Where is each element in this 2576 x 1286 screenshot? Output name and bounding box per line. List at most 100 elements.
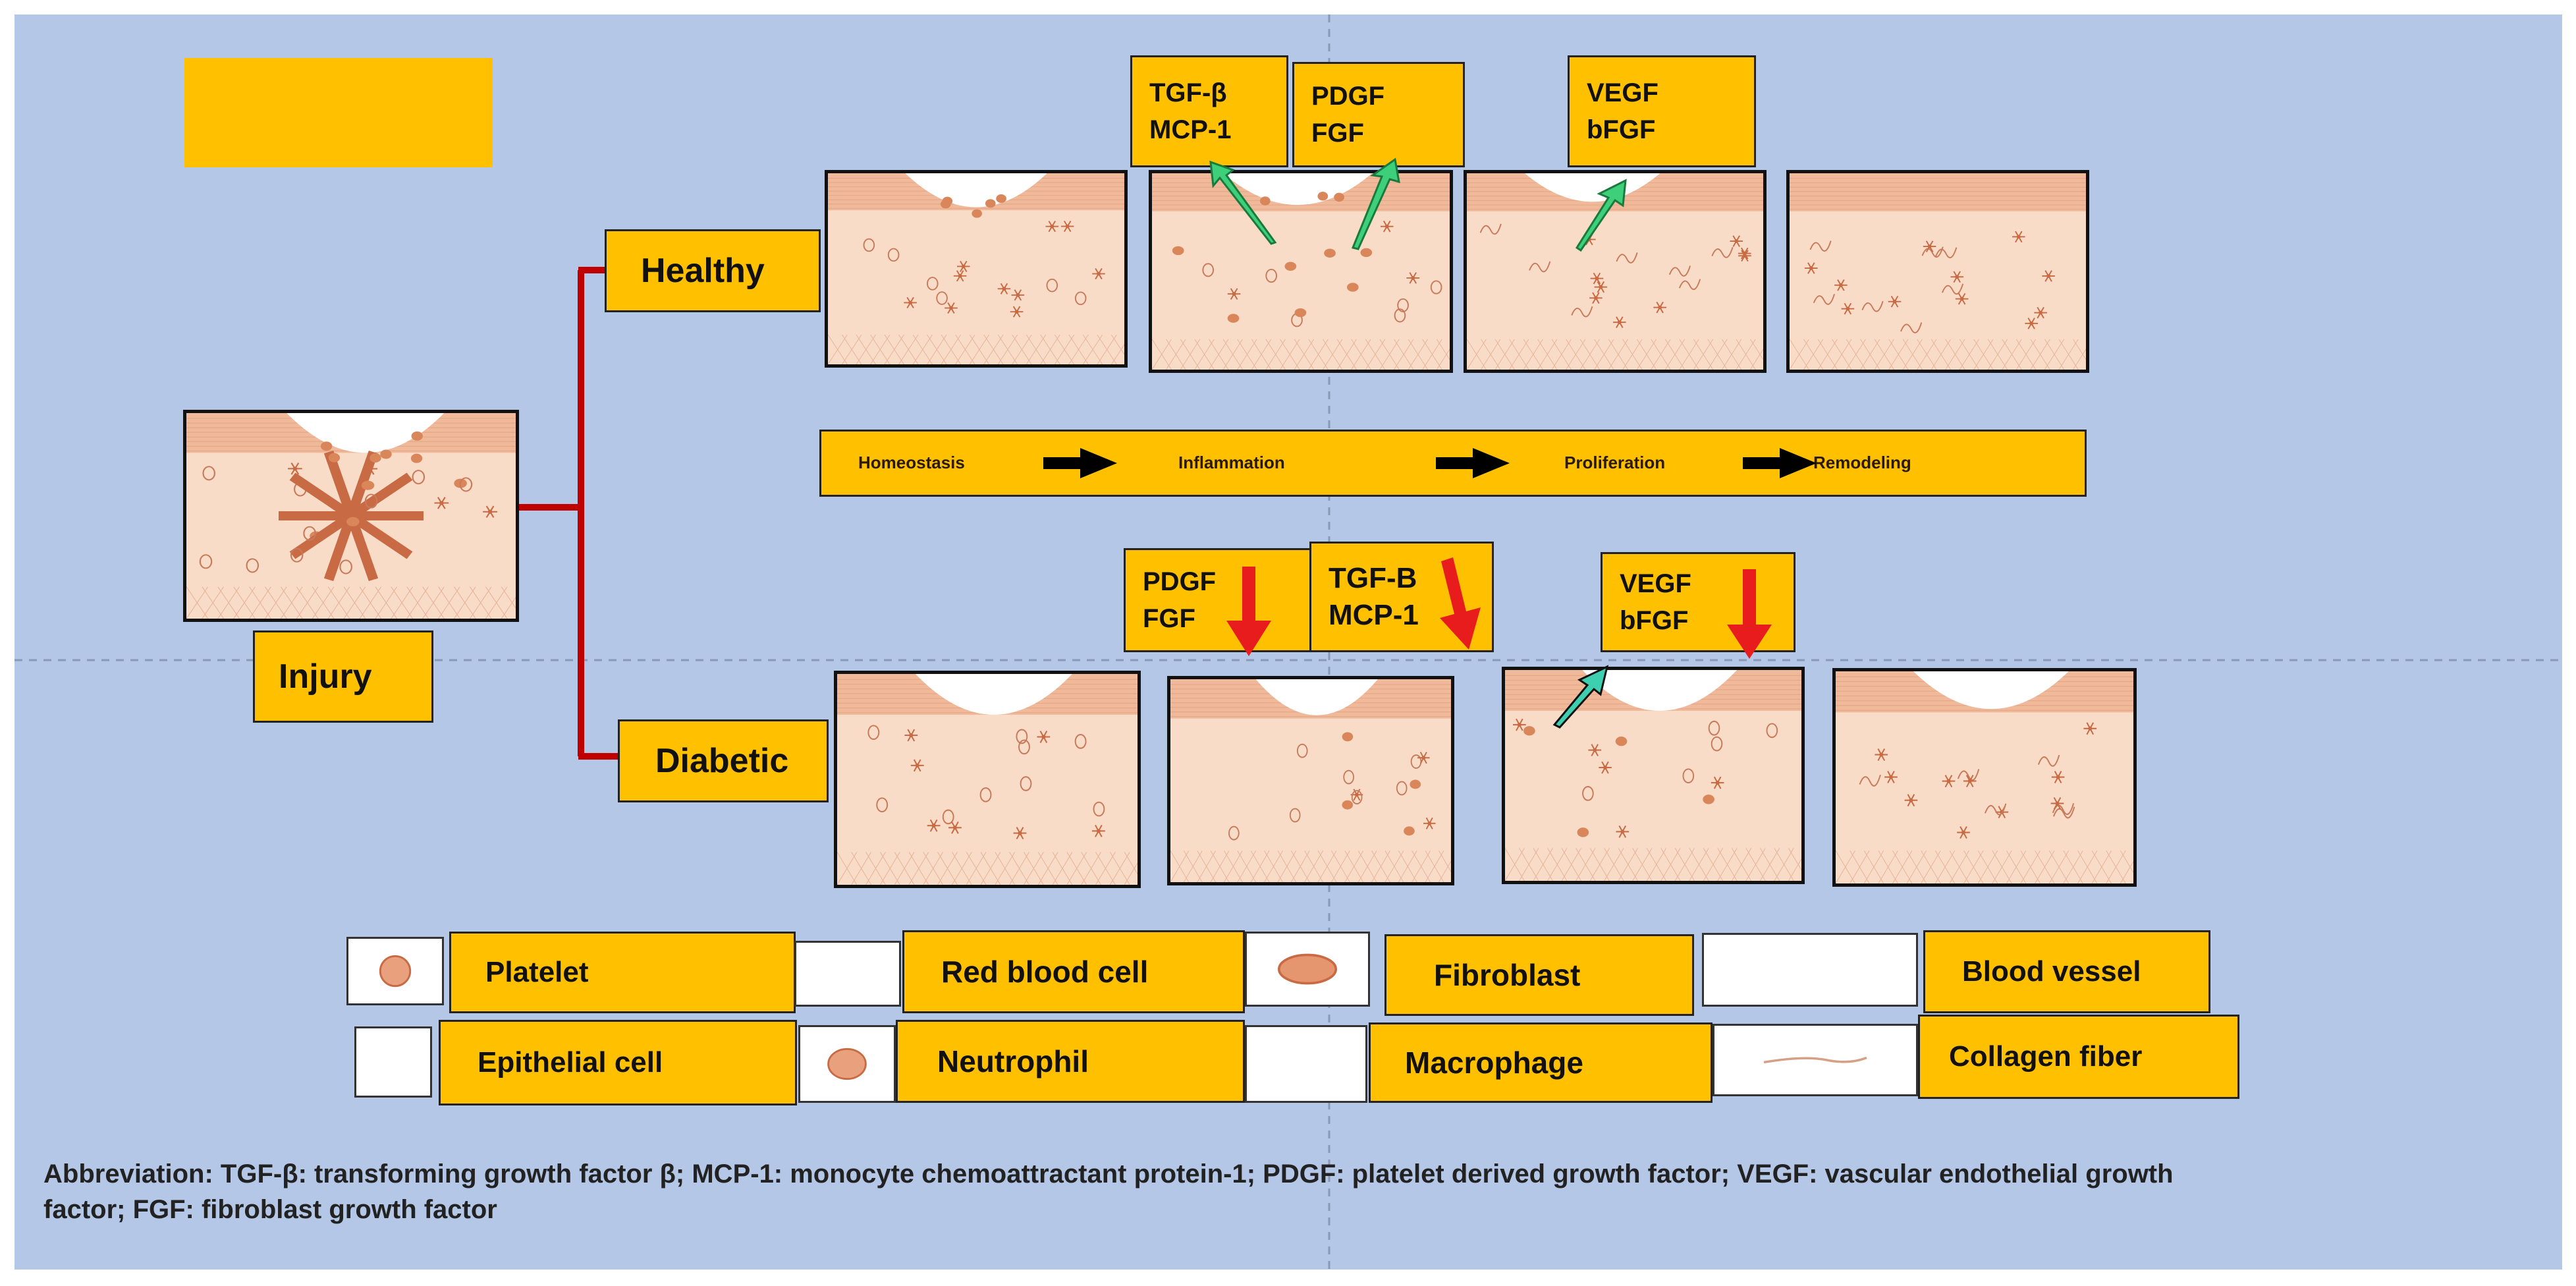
macrophage-icon <box>910 759 924 772</box>
neutrophil-icon <box>798 1025 896 1103</box>
healthy-remodeling-panel <box>1786 170 2089 373</box>
mesh-line <box>983 334 1004 364</box>
macrophage-icon <box>1423 817 1436 829</box>
factor-name: TGF-β <box>1149 78 1227 107</box>
macrophage-glyph-spike <box>289 512 354 559</box>
mesh-line <box>870 334 891 364</box>
healthy-homeostasis-panel <box>825 170 1128 368</box>
macrophage-icon <box>2012 231 2025 243</box>
mesh-line <box>1210 851 1230 882</box>
macrophage-icon <box>1613 316 1626 328</box>
blood-vessel-icon <box>1479 223 1502 235</box>
factor-name: PDGF <box>1143 567 1217 596</box>
mesh-line <box>927 334 947 364</box>
blood-vessel-icon <box>1941 283 1964 295</box>
mesh-line <box>438 586 460 619</box>
tissue-illustration <box>1467 173 1763 370</box>
mesh-line <box>1408 339 1429 370</box>
mesh-line <box>1052 852 1073 885</box>
diabetic-label: Diabetic <box>618 719 829 802</box>
macrophage-core <box>1097 271 1101 276</box>
macrophage-glyph-spike <box>323 514 356 582</box>
mesh-line <box>1371 851 1390 882</box>
mesh-line <box>1379 339 1400 370</box>
fibroblast-glyph <box>1278 953 1337 985</box>
macrophage-glyph-spike <box>348 472 413 520</box>
mesh-line <box>941 334 961 364</box>
mesh-line <box>312 586 335 619</box>
mesh-line <box>966 852 987 885</box>
mesh-line <box>422 586 445 619</box>
epithelial-cell-icon <box>1296 743 1308 758</box>
mesh-line <box>1651 339 1671 370</box>
epithelial-cell-icon <box>1074 291 1087 306</box>
macrophage-icon <box>1884 770 1898 783</box>
macrophage-core <box>1967 779 1972 783</box>
macrophage-core <box>1016 293 1020 297</box>
mesh-line <box>1322 339 1343 370</box>
mesh-line <box>1436 349 1450 370</box>
mesh-line <box>1037 852 1058 885</box>
phase-inflammation: Inflammation <box>1178 453 1285 472</box>
mesh-line <box>1197 851 1216 882</box>
mesh-line <box>1860 339 1880 370</box>
epidermis-layer <box>1790 173 2086 211</box>
red-blood-cell-icon <box>410 453 423 463</box>
blood-vessel-icon <box>1616 252 1638 264</box>
macrophage-icon <box>1888 295 1902 308</box>
mesh-line <box>1066 852 1087 885</box>
mesh-line <box>296 586 319 619</box>
mesh-line <box>1237 851 1257 882</box>
red-blood-cell-icon <box>320 441 333 451</box>
diabetic-proliferation-panel <box>1502 667 1805 884</box>
factor-name: MCP-1 <box>1149 115 1232 144</box>
factor-name: bFGF <box>1620 606 1689 635</box>
mesh-line <box>1589 848 1610 881</box>
phase-homeostasis: Homeostasis <box>858 453 965 472</box>
epithelial-cell-icon <box>1582 786 1594 801</box>
macrophage-icon <box>1513 718 1526 731</box>
mesh-line <box>1183 851 1203 882</box>
epithelial-cell-icon <box>303 526 316 541</box>
mesh-line <box>955 334 975 364</box>
tissue-illustration <box>1505 670 1801 881</box>
mesh-line <box>952 852 972 885</box>
mesh-line <box>1721 339 1742 370</box>
mesh-line <box>1992 850 2012 883</box>
epithelial-cell-icon <box>926 277 939 291</box>
mesh-line <box>1576 848 1596 881</box>
macrophage-icon <box>948 821 962 834</box>
macrophage-core <box>2088 726 2093 731</box>
mesh-line <box>1494 339 1515 370</box>
epithelial-cell-icon <box>863 238 875 252</box>
legend-label-platelet: Platelet <box>449 932 796 1013</box>
mesh-line <box>997 334 1018 364</box>
mesh-line <box>1317 851 1337 882</box>
mesh-line <box>359 586 382 619</box>
macrophage-core <box>1096 829 1101 833</box>
mesh-line <box>1608 339 1628 370</box>
factor-name: VEGF <box>1587 78 1658 107</box>
macrophage-core <box>2039 310 2043 315</box>
mesh-line <box>980 852 1001 885</box>
mesh-line <box>1736 339 1756 370</box>
mesh-line <box>2063 850 2083 883</box>
fibroblast-icon <box>1245 932 1370 1007</box>
macrophage-icon <box>1350 789 1363 801</box>
blood-vessel-icon <box>1957 769 1980 781</box>
macrophage-core <box>1734 239 1739 243</box>
epithelial-cell-icon <box>290 547 304 563</box>
epithelial-cell-icon <box>887 248 900 262</box>
macrophage-icon <box>1011 289 1025 301</box>
mesh-line <box>2015 339 2037 370</box>
macrophage-core <box>1658 305 1662 310</box>
epithelial-cell-icon <box>1228 825 1240 841</box>
epithelial-cell-icon <box>1766 723 1778 739</box>
mesh-line <box>1745 848 1766 881</box>
macrophage-icon <box>953 270 967 282</box>
wound-bed <box>905 173 1047 208</box>
legend-icon-art <box>1278 953 1337 985</box>
macrophage-core <box>1427 821 1432 825</box>
mesh-line <box>898 334 919 364</box>
blood-vessel-icon <box>1702 933 1918 1007</box>
